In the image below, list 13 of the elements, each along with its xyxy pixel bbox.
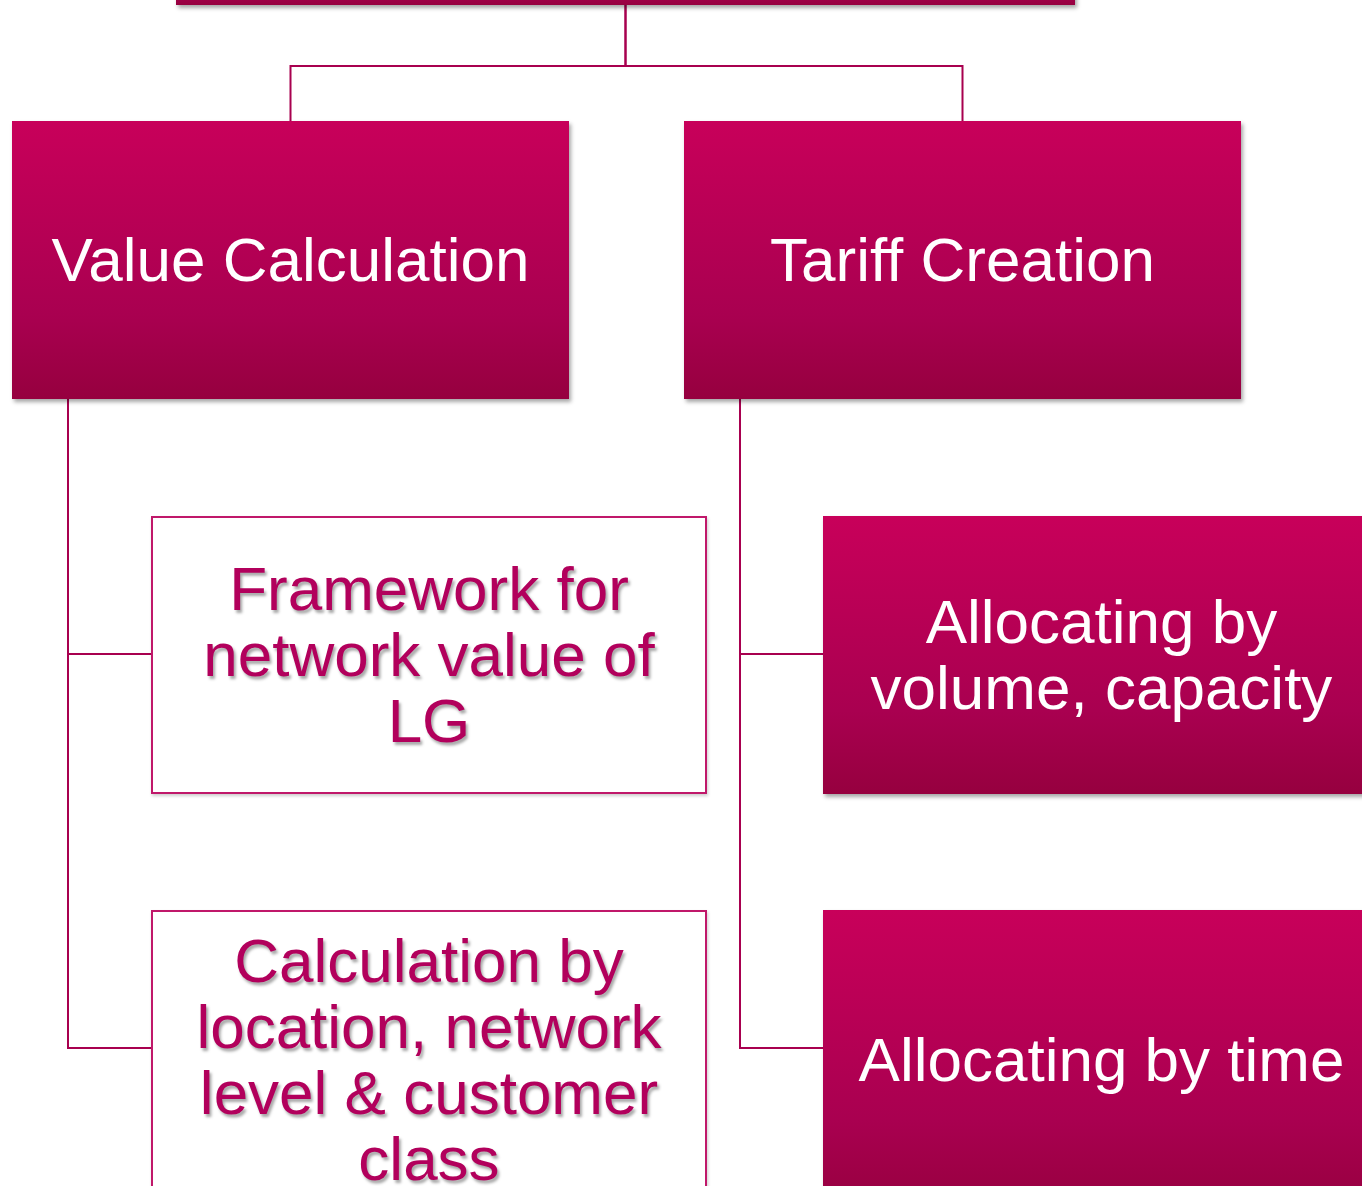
item-label: Framework for network value of LG [202,556,656,754]
connector-line [624,4,964,122]
item-label: Calculation by location, network level & customer class [195,928,663,1186]
item-box [823,516,1362,794]
category-title: Tariff Creation [770,227,1155,293]
category-box [684,121,1241,399]
item-label: Allocating by volume, capacity [869,589,1334,721]
item-box [151,910,707,1186]
item-box [151,516,707,794]
category-box [12,121,569,399]
category-title: Value Calculation [51,227,530,293]
item-box [823,910,1362,1186]
item-label: Allocating by time [858,1027,1345,1093]
